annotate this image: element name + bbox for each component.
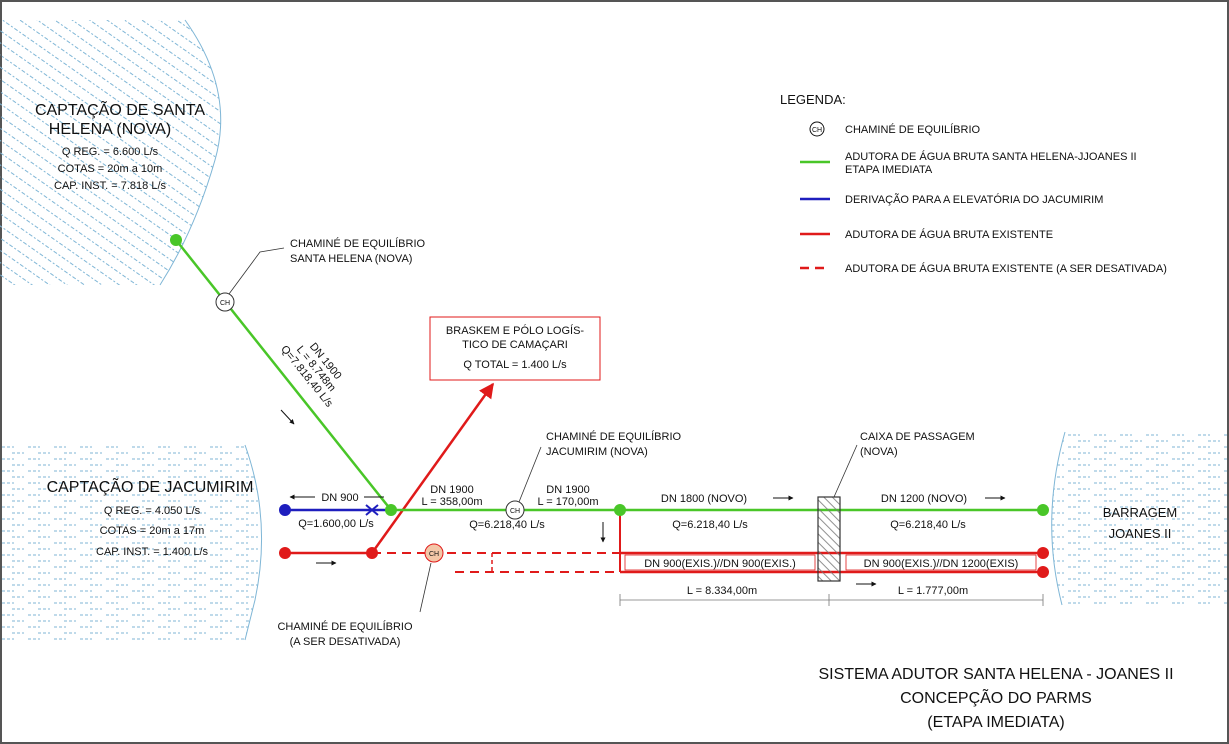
valve-icon (365, 504, 379, 516)
pipe-green-diagonal (175, 239, 392, 511)
flow-arrow-diag (280, 409, 295, 425)
pipes (175, 239, 1043, 574)
reservoir-jacumirim (0, 444, 263, 641)
node-red-jacumirim (279, 547, 291, 559)
legend-green-label-1: ADUTORA DE ÁGUA BRUTA SANTA HELENA-JJOAN… (845, 150, 1137, 163)
node-junction (385, 504, 397, 516)
node-blue-jacumirim (279, 504, 291, 516)
jacumirim-cotas: COTAS = 20m a 17m (100, 525, 205, 537)
braskem-q-total: Q TOTAL = 1.400 L/s (463, 359, 567, 371)
joanes-title-1: BARRAGEM (1103, 505, 1177, 520)
l-right-label: L = 1.777,00m (898, 585, 968, 597)
seg1-dn: DN 1900 (430, 484, 473, 496)
exis-left-label: DN 900(EXIS.)//DN 900(EXIS.) (644, 558, 796, 570)
caixa-label-2: (NOVA) (860, 446, 898, 458)
santa-helena-title-1: CAPTAÇÃO DE SANTA (35, 99, 205, 119)
legend: LEGENDA: CH CHAMINÉ DE EQUILÍBRIO ADUTOR… (780, 92, 1167, 275)
node-santa-helena (170, 234, 182, 246)
l-left-label: L = 8.334,00m (687, 585, 757, 597)
title-line-3: (ETAPA IMEDIATA) (927, 714, 1065, 731)
legend-red-label: ADUTORA DE ÁGUA BRUTA EXISTENTE (845, 228, 1053, 241)
seg1-l: L = 358,00m (421, 496, 482, 508)
joanes-label: BARRAGEM JOANES II (1103, 505, 1177, 541)
chamine-old-label-1: CHAMINÉ DE EQUILÍBRIO (277, 620, 413, 633)
chamine-jac-symbol: CH (510, 508, 520, 515)
nodes (170, 234, 1049, 578)
braskem-line-2: TICO DE CAMAÇARI (462, 339, 568, 351)
exis-right-label: DN 900(EXIS.)//DN 1200(EXIS) (864, 558, 1019, 570)
santa-helena-source-label: CAPTAÇÃO DE SANTA HELENA (NOVA) Q REG. =… (35, 99, 205, 192)
braskem-box: BRASKEM E PÓLO LOGÍS- TICO DE CAMAÇARI Q… (429, 316, 601, 381)
santa-helena-q-reg: Q REG. = 6.600 L/s (62, 146, 159, 158)
jacumirim-cap: CAP. INST. = 1.400 L/s (96, 546, 208, 558)
santa-helena-title-2: HELENA (NOVA) (49, 121, 171, 138)
exis-left-box (624, 554, 816, 571)
q-mid-label: Q=6.218,40 L/s (672, 519, 748, 531)
legend-chamine-label: CHAMINÉ DE EQUILÍBRIO (845, 123, 981, 136)
chamine-old-label-2: (A SER DESATIVADA) (290, 636, 401, 648)
braskem-line-1: BRASKEM E PÓLO LOGÍS- (446, 324, 584, 337)
reservoir-santa-helena (0, 19, 222, 286)
title-line-2: CONCEPÇÃO DO PARMS (900, 687, 1092, 707)
caixa-de-passagem-box (817, 496, 841, 582)
seg2-l: L = 170,00m (537, 496, 598, 508)
chamine-old-symbol: CH (429, 551, 439, 558)
pipe-labels: DN 900 Q=1.600,00 L/s DN 1900 L = 358,00… (289, 484, 1044, 606)
caixa-label-1: CAIXA DE PASSAGEM (860, 431, 975, 443)
chamine-sh-symbol: CH (220, 300, 230, 307)
node-red-joanes-1 (1037, 547, 1049, 559)
joanes-title-2: JOANES II (1109, 526, 1172, 541)
jacumirim-source-label: CAPTAÇÃO DE JACUMIRIM Q REG. = 4.050 L/s… (47, 476, 254, 558)
santa-helena-cotas: COTAS = 20m a 10m (58, 163, 163, 175)
q-main-label: Q=6.218,40 L/s (469, 519, 545, 531)
dn1800-label: DN 1800 (NOVO) (661, 493, 747, 505)
chamine-jacumirim: CH (505, 500, 525, 520)
q-right-label: Q=6.218,40 L/s (890, 519, 966, 531)
legend-chamine-symbol-text: CH (812, 127, 822, 134)
reservoir-joanes (1051, 431, 1229, 606)
pipe-red-braskem (370, 382, 495, 554)
jacumirim-title: CAPTAÇÃO DE JACUMIRIM (47, 476, 254, 496)
leader-caixa (833, 444, 858, 498)
legend-blue-label: DERIVAÇÃO PARA A ELEVATÓRIA DO JACUMIRIM (845, 193, 1103, 206)
leader-jac (518, 446, 542, 503)
exis-right-box (845, 554, 1037, 571)
leader-old (419, 562, 432, 613)
legend-green-label-2: ETAPA IMEDIATA (845, 164, 933, 176)
diagram-title: SISTEMA ADUTOR SANTA HELENA - JOANES II … (818, 666, 1173, 731)
node-red-junction (366, 547, 378, 559)
jacumirim-q-reg: Q REG. = 4.050 L/s (104, 505, 201, 517)
leader-sh (228, 247, 285, 295)
chamine-old: CH (424, 543, 444, 563)
legend-chamine-symbol (809, 121, 825, 137)
diag-labels: DN 1900 L = 8.748m Q=7.818,40 L/s (278, 341, 343, 410)
chamine-sh-label-1: CHAMINÉ DE EQUILÍBRIO (290, 237, 426, 250)
q1600-label: Q=1.600,00 L/s (298, 518, 374, 530)
node-green-mid (614, 504, 626, 516)
santa-helena-cap: CAP. INST. = 7.818 L/s (54, 180, 166, 192)
legend-title: LEGENDA: (780, 92, 846, 107)
node-red-joanes-2 (1037, 566, 1049, 578)
chamine-santa-helena: CH (215, 292, 235, 312)
dn1200-label: DN 1200 (NOVO) (881, 493, 967, 505)
chamine-sh-label-2: SANTA HELENA (NOVA) (290, 253, 412, 265)
title-line-1: SISTEMA ADUTOR SANTA HELENA - JOANES II (818, 666, 1173, 683)
chamine-jac-label-2: JACUMIRIM (NOVA) (546, 446, 648, 458)
dn900-label: DN 900 (321, 492, 358, 504)
chamine-jac-label-1: CHAMINÉ DE EQUILÍBRIO (546, 430, 682, 443)
legend-red-dashed-label: ADUTORA DE ÁGUA BRUTA EXISTENTE (A SER D… (845, 262, 1167, 275)
seg2-dn: DN 1900 (546, 484, 589, 496)
chamine-labels: CHAMINÉ DE EQUILÍBRIO SANTA HELENA (NOVA… (228, 237, 975, 648)
node-green-joanes (1037, 504, 1049, 516)
braskem-rect (429, 316, 601, 381)
